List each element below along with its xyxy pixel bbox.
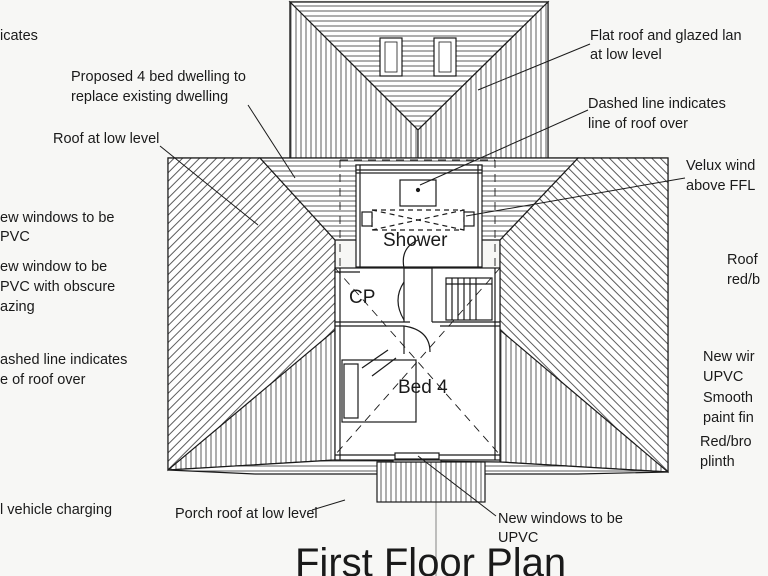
room-label-bed4: Bed 4 bbox=[398, 377, 448, 398]
annotation-dashed-roof-2: line of roof over bbox=[588, 116, 688, 132]
leader-lines bbox=[159, 43, 686, 517]
bed-door-swing bbox=[403, 325, 431, 353]
annotation-roof-material-1: Roof bbox=[727, 252, 759, 268]
annotation-velux-2: above FFL bbox=[686, 178, 755, 194]
main-roof bbox=[167, 157, 669, 475]
annotation-new-windows-upvc-1: New windows to be bbox=[498, 511, 623, 527]
annotation-legend-fragment: icates bbox=[0, 28, 38, 44]
rear-roof bbox=[288, 0, 550, 159]
annotation-flat-roof-2: at low level bbox=[590, 47, 662, 63]
staircase bbox=[445, 277, 493, 321]
annotation-new-window-right-1: New wir bbox=[703, 349, 755, 365]
annotation-porch-roof: Porch roof at low level bbox=[175, 506, 318, 522]
annotation-obscure-window-1: ew window to be bbox=[0, 259, 107, 275]
annotation-proposed-dwelling-2: replace existing dwelling bbox=[71, 89, 228, 105]
cp-door-swing bbox=[397, 281, 405, 321]
annotation-new-window-right-2: UPVC bbox=[703, 369, 743, 385]
shower-door-swing bbox=[402, 239, 419, 269]
annotation-obscure-window-3: azing bbox=[0, 299, 35, 315]
annotation-roof-material-2: red/b bbox=[727, 272, 760, 288]
annotation-new-windows-2: PVC bbox=[0, 229, 30, 245]
annotation-dashed-line-1: ashed line indicates bbox=[0, 352, 127, 368]
annotation-new-window-right-3: Smooth bbox=[703, 390, 753, 406]
annotation-velux-1: Velux wind bbox=[686, 158, 755, 174]
room-label-cp: CP bbox=[349, 287, 375, 308]
annotation-dashed-line-2: e of roof over bbox=[0, 372, 86, 388]
annotation-plinth-1: Red/bro bbox=[700, 434, 752, 450]
bedroom-window bbox=[394, 452, 440, 460]
interior bbox=[334, 159, 501, 461]
annotation-vehicle-charging: l vehicle charging bbox=[0, 502, 112, 518]
annotation-obscure-window-2: PVC with obscure bbox=[0, 279, 115, 295]
annotation-roof-low-level: Roof at low level bbox=[53, 131, 159, 147]
shower-tray bbox=[399, 179, 437, 207]
annotation-new-windows-1: ew windows to be bbox=[0, 210, 114, 226]
annotation-flat-roof-1: Flat roof and glazed lan bbox=[590, 28, 742, 44]
drawing-title: First Floor Plan bbox=[295, 541, 566, 576]
annotation-dashed-roof-1: Dashed line indicates bbox=[588, 96, 726, 112]
annotation-new-window-right-4: paint fin bbox=[703, 410, 754, 426]
annotation-plinth-2: plinth bbox=[700, 454, 735, 470]
annotation-new-windows-upvc-2: UPVC bbox=[498, 530, 538, 546]
room-label-shower: Shower bbox=[383, 230, 448, 251]
annotation-proposed-dwelling-1: Proposed 4 bed dwelling to bbox=[71, 69, 246, 85]
